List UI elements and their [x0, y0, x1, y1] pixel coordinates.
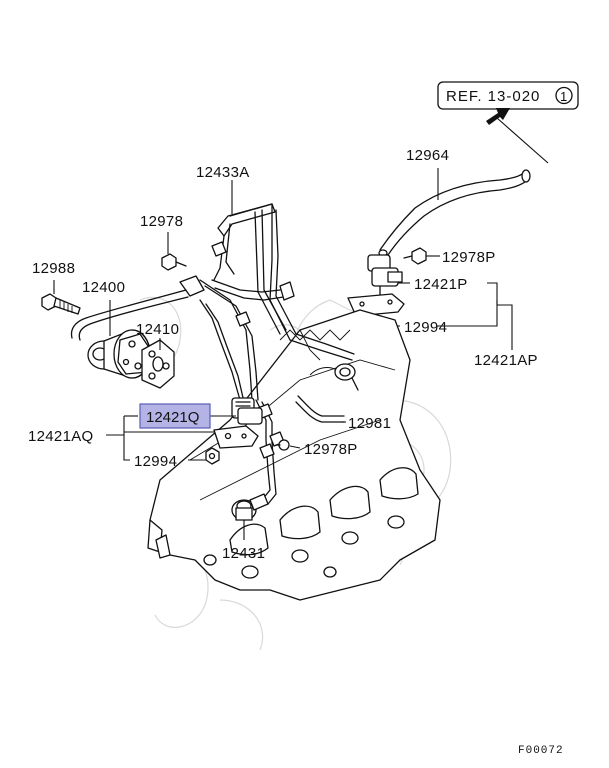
callout-12421P[interactable]: 12421P [414, 276, 468, 293]
hose-12981[interactable] [295, 395, 345, 423]
callout-12994-right[interactable]: 12994 [404, 319, 447, 336]
callout-12978P-bottom[interactable]: 12978P [304, 441, 358, 458]
highlight-box-12421Q [139, 403, 211, 429]
reference-box[interactable]: REF. 13-020 1 [437, 81, 579, 110]
bolt-12988[interactable] [41, 293, 81, 315]
callout-12433A[interactable]: 12433A [196, 164, 250, 181]
bolt-12978P-top[interactable] [403, 247, 427, 265]
bracket-12421AQ[interactable] [213, 425, 259, 449]
solenoid-valve-right[interactable] [367, 254, 403, 299]
callout-12978P-top[interactable]: 12978P [442, 249, 496, 266]
callout-12981[interactable]: 12981 [348, 415, 391, 432]
nut-12994-left[interactable] [205, 447, 220, 465]
manifold-fitting [334, 363, 359, 391]
reference-arrow-icon [486, 108, 549, 164]
hose-to-egr [70, 289, 189, 341]
reference-text: REF. 13-020 [446, 88, 540, 105]
callout-12994-left[interactable]: 12994 [134, 453, 177, 470]
callout-12421Q[interactable]: 12421Q [146, 409, 199, 426]
callout-12410[interactable]: 12410 [136, 321, 179, 338]
sensor-12431[interactable] [231, 493, 269, 521]
reference-circle-number: 1 [560, 89, 568, 104]
gasket-12410[interactable] [141, 339, 175, 389]
bolt-12978P-bottom[interactable] [275, 439, 290, 451]
callout-12978-top[interactable]: 12978 [140, 213, 183, 230]
callout-12964[interactable]: 12964 [406, 147, 449, 164]
callout-12421AP[interactable]: 12421AP [474, 352, 538, 369]
callout-12431[interactable]: 12431 [222, 545, 265, 562]
callout-12421AQ[interactable]: 12421AQ [28, 428, 93, 445]
solenoid-valve-12421Q[interactable] [231, 397, 263, 425]
callout-12400[interactable]: 12400 [82, 279, 125, 296]
intake-manifold [147, 309, 441, 601]
figure-code: F00072 [518, 745, 564, 757]
callout-12988[interactable]: 12988 [32, 260, 75, 277]
hose-12964[interactable] [378, 169, 531, 257]
bolt-12978-top[interactable] [161, 253, 187, 271]
